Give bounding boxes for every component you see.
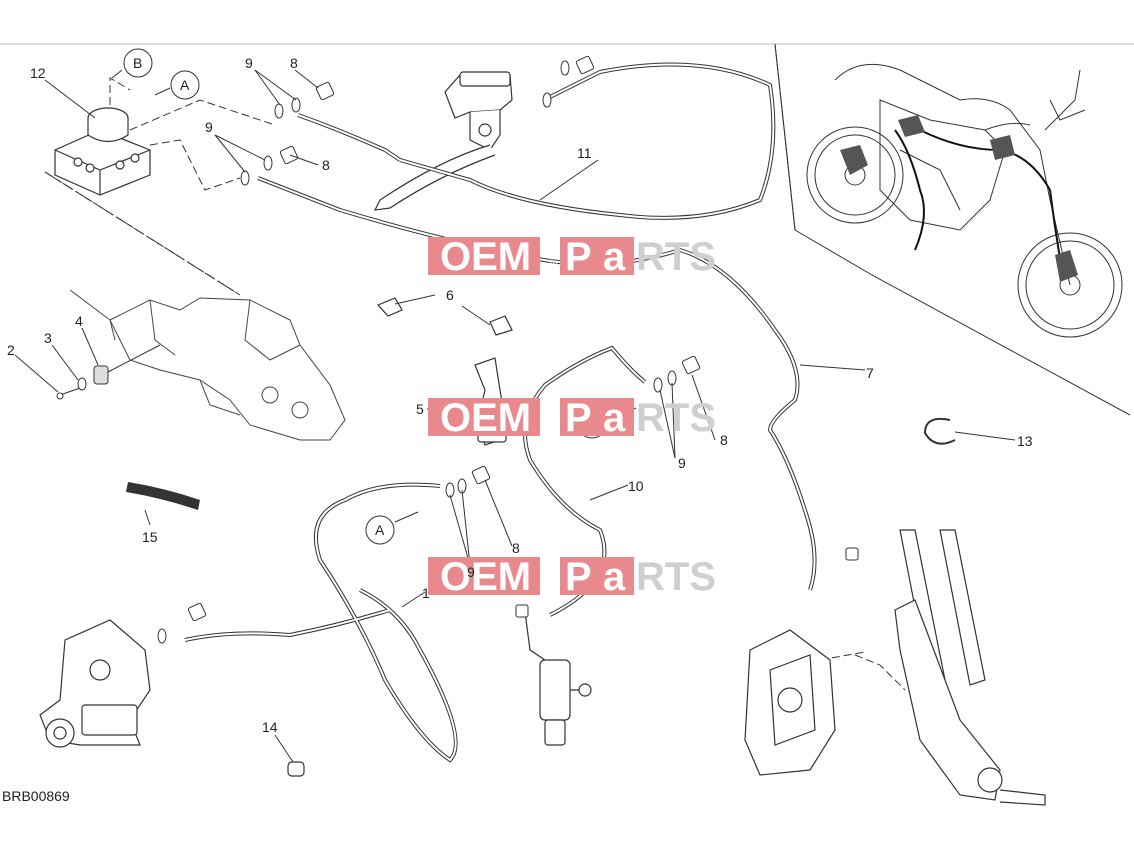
callout-2: 2 — [7, 342, 15, 358]
callout-10: 10 — [628, 478, 644, 494]
watermark-middle: OEM BIKE P a RTS — [428, 396, 716, 440]
callout-14: 14 — [262, 719, 278, 735]
watermark-oem-bottom: OEM — [440, 555, 531, 599]
watermark-bottom: OEM BIKE P a RTS — [428, 555, 716, 599]
callout-3: 3 — [44, 330, 52, 346]
callout-8-top: 8 — [290, 55, 298, 71]
callout-9-second: 9 — [205, 119, 213, 135]
watermark-bike-mid: BIKE — [549, 406, 559, 427]
watermark-rts-mid: RTS — [636, 396, 716, 440]
watermark-top: OEM BIKE P a RTS — [428, 235, 716, 279]
watermark-a-mid: a — [603, 396, 626, 440]
rear-brake-caliper — [39, 619, 151, 748]
watermark-p-bottom: P — [565, 555, 592, 599]
callout-8-second: 8 — [322, 157, 330, 173]
callout-12: 12 — [30, 65, 46, 81]
motorcycle-inset — [774, 43, 1131, 416]
callout-1: 1 — [422, 585, 430, 601]
callout-11: 11 — [577, 145, 592, 161]
callout-6: 6 — [446, 287, 454, 303]
callout-8-center: 8 — [512, 540, 520, 556]
watermark-p-mid: P — [565, 396, 592, 440]
watermark-bike-bottom: BIKE — [549, 565, 559, 586]
watermark-oem-mid: OEM — [440, 396, 531, 440]
callout-7: 7 — [866, 365, 874, 381]
drawing-code: BRB00869 — [2, 788, 70, 804]
callout-13: 13 — [1017, 433, 1033, 449]
rubber-sleeve — [126, 482, 200, 510]
callout-8-right: 8 — [720, 432, 728, 448]
callout-9-right: 9 — [678, 455, 686, 471]
ref-letter-a-top: A — [180, 77, 190, 93]
hose-clamp — [923, 417, 956, 445]
front-fork — [894, 529, 1046, 806]
motorcycle-inset-highlights — [840, 115, 1078, 282]
watermark-rts-top: RTS — [636, 235, 716, 279]
hose-clips — [376, 297, 513, 336]
callout-4: 4 — [75, 313, 83, 329]
callout-9-center: 9 — [467, 564, 475, 580]
watermark-bike-top: BIKE — [549, 245, 559, 266]
callout-9-top: 9 — [245, 55, 253, 71]
reference-circles — [123, 48, 607, 545]
fastener-set — [56, 344, 161, 400]
banjo-bolts — [157, 55, 859, 644]
front-brake-caliper — [744, 629, 836, 776]
grommet — [287, 761, 305, 777]
ref-letter-b-top: B — [133, 55, 142, 71]
watermark-a-bottom: a — [603, 555, 626, 599]
watermark-oem-top: OEM — [440, 235, 531, 279]
callout-5: 5 — [416, 401, 424, 417]
leader-lines — [14, 69, 1016, 763]
watermark-a-top: a — [603, 235, 626, 279]
callout-15: 15 — [142, 529, 158, 545]
rear-master-cylinder — [524, 611, 592, 746]
watermark-p-top: P — [565, 235, 592, 279]
ref-letter-a-mid: A — [375, 522, 385, 538]
reference-dashdot — [44, 171, 241, 296]
frame-bracket — [69, 289, 346, 441]
front-master-cylinder — [373, 71, 513, 211]
watermark-rts-bottom: RTS — [636, 555, 716, 599]
reference-arrows — [111, 69, 637, 523]
abs-modulator — [54, 107, 151, 196]
